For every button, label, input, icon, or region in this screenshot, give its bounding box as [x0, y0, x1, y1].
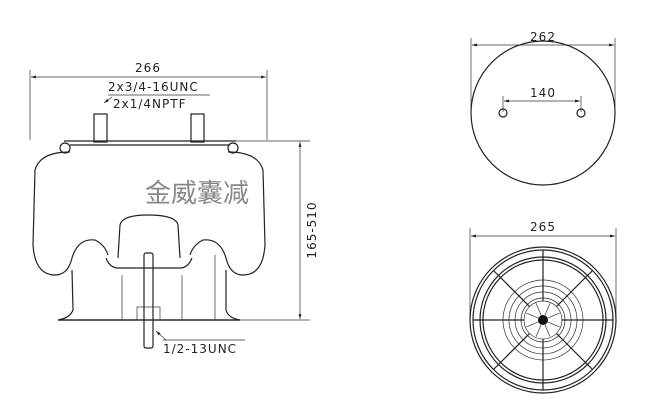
height-dimension: 165-510: [305, 201, 319, 258]
rib: [493, 270, 530, 307]
bottom-bolt-label: 1/2-13UNC: [163, 342, 237, 356]
rib: [556, 333, 593, 370]
bolt-spacing-dimension: 140: [530, 86, 556, 100]
stud-right: [190, 113, 205, 143]
stud-left: [93, 113, 108, 143]
fitting-label: 2x1/4NPTF: [113, 97, 187, 111]
stud-hole-left: [498, 108, 508, 118]
watermark: 金威囊减: [145, 179, 249, 209]
bottom-bolt: [143, 252, 154, 349]
bottom-view: 265: [469, 220, 617, 394]
top-view: 262 140: [470, 30, 616, 186]
rim-ring: [469, 246, 617, 394]
hub-spoke: [526, 321, 539, 328]
hub-spoke: [547, 312, 560, 319]
hub-spoke: [544, 324, 551, 337]
side-view: 266 2x3/4-16UNC 2x1/4NPTF 1/2-13UNC: [29, 61, 319, 356]
center-hole: [538, 315, 548, 325]
width-dimension: 266: [135, 61, 161, 75]
piston-base-pattern: [469, 246, 617, 394]
top-diameter-dimension: 262: [530, 30, 556, 44]
thread-top-label: 2x3/4-16UNC: [108, 80, 199, 94]
top-plate-outline: [470, 40, 616, 186]
hub-spoke: [526, 312, 539, 319]
hub-spoke: [535, 303, 542, 316]
rib: [556, 270, 593, 307]
bottom-diameter-dimension: 265: [530, 220, 556, 234]
hub-spoke: [535, 324, 542, 337]
rib: [493, 333, 530, 370]
stud-hole-right: [576, 108, 586, 118]
hub-spoke: [547, 321, 560, 328]
hub-spoke: [544, 303, 551, 316]
